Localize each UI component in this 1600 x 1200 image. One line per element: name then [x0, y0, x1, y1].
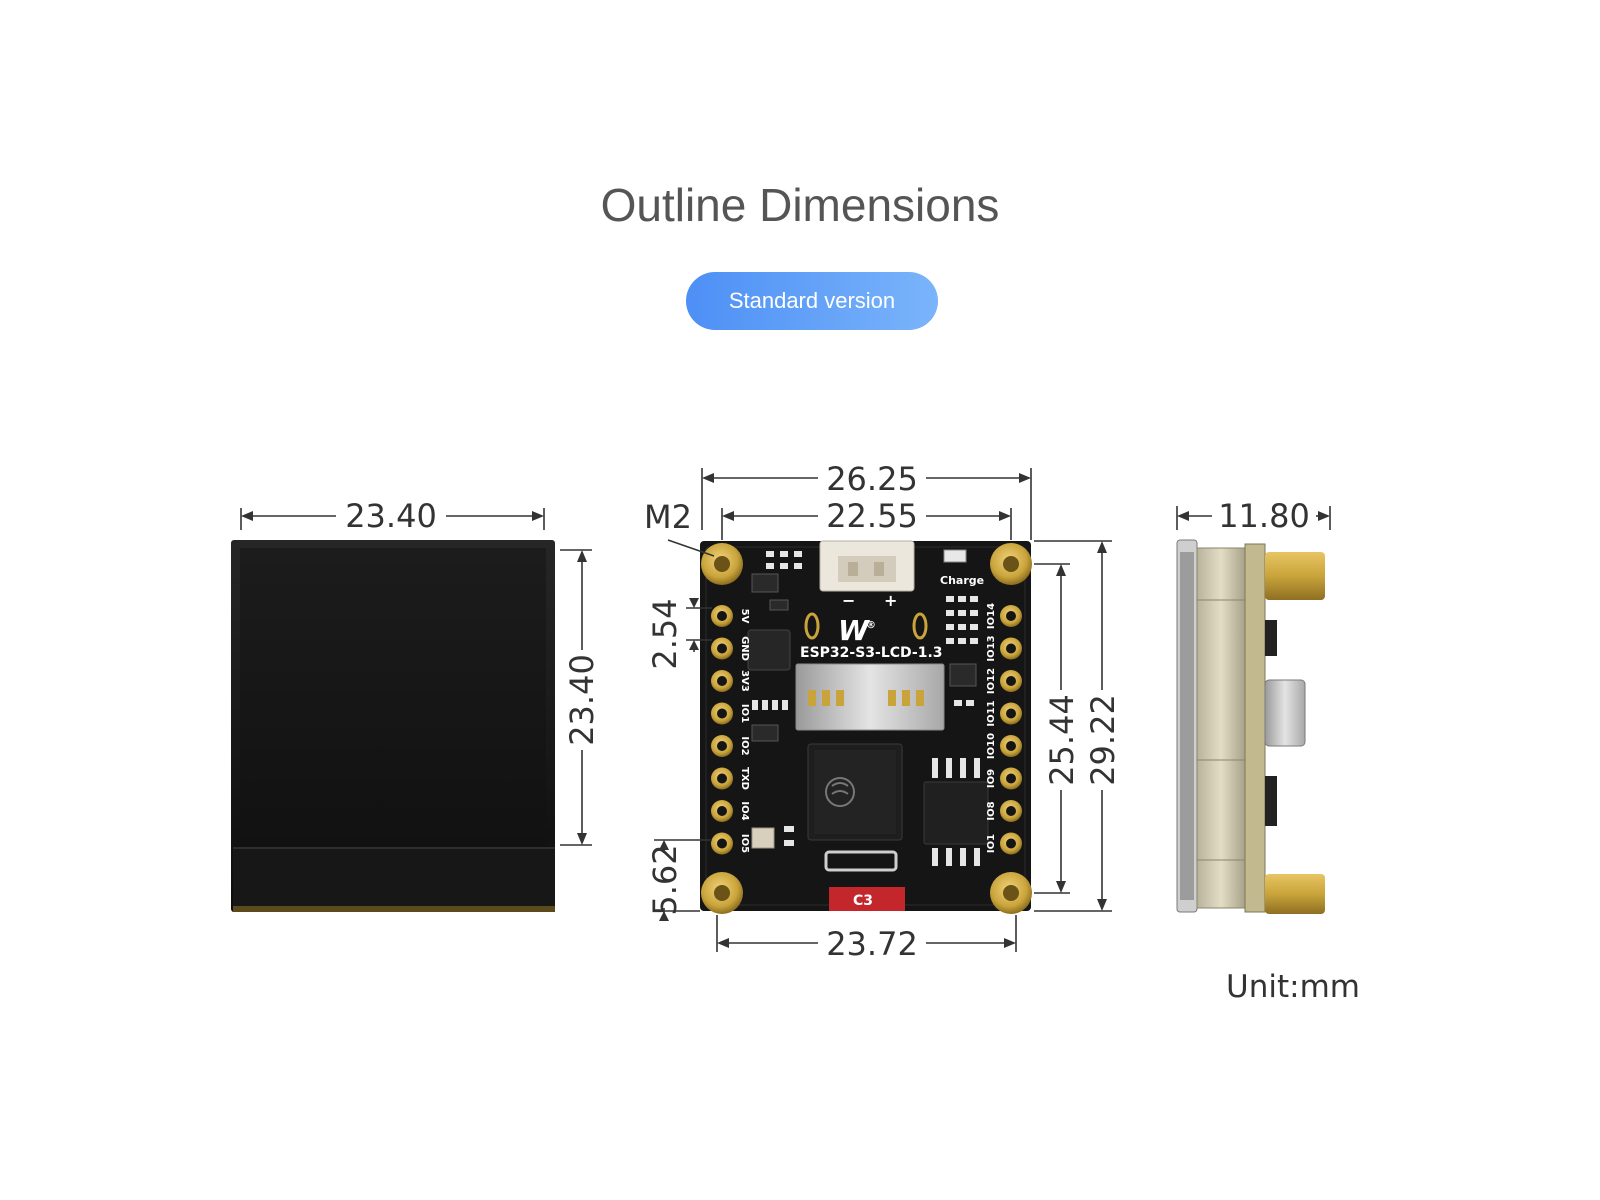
front-view: 23.40 23.40	[231, 497, 601, 912]
unit-label: Unit:mm	[1226, 969, 1360, 1005]
left-pin-label: IO1	[739, 704, 750, 723]
front-width-dimension: 23.40	[240, 497, 545, 535]
side-depth-label: 11.80	[1218, 497, 1310, 535]
side-depth-dimension: 11.80	[1176, 497, 1331, 535]
pcb-outer-width-label: 26.25	[826, 460, 918, 498]
pcb-view: − + Charge W ® ESP32-S3-LCD-1.3	[644, 460, 1122, 963]
c3-chip-label: C3	[853, 893, 873, 909]
bottom-offset-label: 5.62	[646, 844, 684, 915]
svg-text:W: W	[838, 614, 870, 647]
right-pin-label: IO10	[986, 733, 997, 759]
standard-version-button[interactable]: Standard version	[686, 272, 938, 330]
flash-chip	[923, 758, 989, 866]
pin-pitch-label: 2.54	[646, 598, 684, 669]
side-usb-connector	[1264, 679, 1306, 747]
lcd-screen	[240, 548, 546, 846]
right-pin-label: IO9	[986, 769, 997, 788]
left-pin-pad	[711, 605, 733, 627]
page-title: Outline Dimensions	[600, 179, 1000, 231]
pcb-outer-height-label: 29.22	[1084, 694, 1122, 786]
right-pin-label: IO14	[986, 603, 997, 629]
side-top-pin	[1265, 552, 1325, 600]
right-pin-pad	[1000, 800, 1022, 822]
charge-label: Charge	[940, 574, 984, 587]
mounting-hole-top-left	[701, 543, 743, 585]
board-name-label: ESP32-S3-LCD-1.3	[800, 645, 943, 661]
pcb-components-right	[946, 596, 978, 644]
left-pin-pad	[711, 767, 733, 790]
right-pin-pad	[1000, 832, 1022, 855]
pin-pitch-dimension: 2.54	[646, 598, 712, 670]
svg-text:®: ®	[866, 620, 876, 631]
pcb-hole-width-label: 22.55	[826, 497, 918, 535]
c3-chip: C3	[829, 887, 905, 911]
pcb-outer-height-dimension: 29.22	[1034, 540, 1122, 912]
right-pin-pad	[1000, 702, 1022, 725]
side-view: 11.80	[1176, 497, 1331, 914]
right-pin-pad	[1000, 767, 1022, 790]
esp32-module	[807, 743, 903, 841]
lcd-flex-strip	[233, 906, 555, 912]
left-pin-label: IO2	[739, 736, 750, 755]
left-pin-label: 5V	[739, 609, 750, 624]
svg-text:−: −	[842, 591, 855, 610]
mounting-hole-top-right	[990, 543, 1032, 585]
right-pin-label: IO11	[986, 700, 997, 726]
right-pin-label: IO1	[986, 834, 997, 853]
left-pin-label: IO4	[739, 801, 750, 820]
right-pin-label: IO12	[986, 668, 997, 694]
pcb-components-top-left	[751, 551, 802, 611]
left-pin-label: 3V3	[739, 670, 750, 692]
waveshare-logo: W ®	[838, 614, 876, 647]
front-height-label: 23.40	[563, 654, 601, 746]
mounting-hole-label: M2	[644, 498, 692, 536]
m2-callout: M2	[644, 498, 715, 557]
pcb-components-bottom	[751, 826, 898, 872]
pcb-bottom-width-dimension: 23.72	[716, 915, 1017, 963]
left-pin-label: TXD	[739, 767, 750, 790]
right-pin-label: IO13	[986, 635, 997, 661]
left-pin-pad	[711, 800, 733, 822]
right-pin-label: IO8	[986, 801, 997, 820]
svg-text:+: +	[884, 591, 897, 610]
side-bottom-pin	[1265, 874, 1325, 914]
battery-connector: − +	[819, 540, 915, 610]
pcb-hole-width-dimension: 22.55	[721, 497, 1012, 540]
right-pin-pad	[1000, 605, 1022, 627]
right-pin-pad	[1000, 735, 1022, 757]
left-pin-pad	[711, 670, 733, 692]
right-pin-pad	[1000, 637, 1022, 660]
front-width-label: 23.40	[345, 497, 437, 535]
lcd-bottom-bezel	[233, 848, 555, 912]
left-pin-pad	[711, 702, 733, 725]
pcb-components-middle	[751, 663, 977, 742]
pcb-bottom-width-label: 23.72	[826, 925, 918, 963]
bottom-offset-dimension: 5.62	[646, 839, 712, 921]
pcb-hole-height-label: 25.44	[1043, 694, 1081, 786]
front-height-dimension: 23.40	[560, 549, 601, 846]
pcb-hole-height-dimension: 25.44	[1034, 563, 1081, 894]
mounting-hole-bottom-right	[990, 872, 1032, 914]
left-pin-pad	[711, 832, 733, 855]
left-pin-pad	[711, 637, 733, 660]
side-frame-layer	[1196, 547, 1246, 909]
left-pin-label: IO5	[739, 834, 750, 853]
charge-led	[943, 549, 967, 563]
left-pin-label: GND	[739, 636, 750, 661]
left-pin-pad	[711, 735, 733, 757]
sd-card-slot	[795, 663, 945, 731]
inductor	[747, 629, 791, 671]
side-pcb-layer	[1244, 543, 1266, 913]
pcb-outer-width-dimension: 26.25	[701, 460, 1032, 540]
right-pin-pad	[1000, 670, 1022, 692]
mounting-hole-bottom-left	[701, 872, 743, 914]
